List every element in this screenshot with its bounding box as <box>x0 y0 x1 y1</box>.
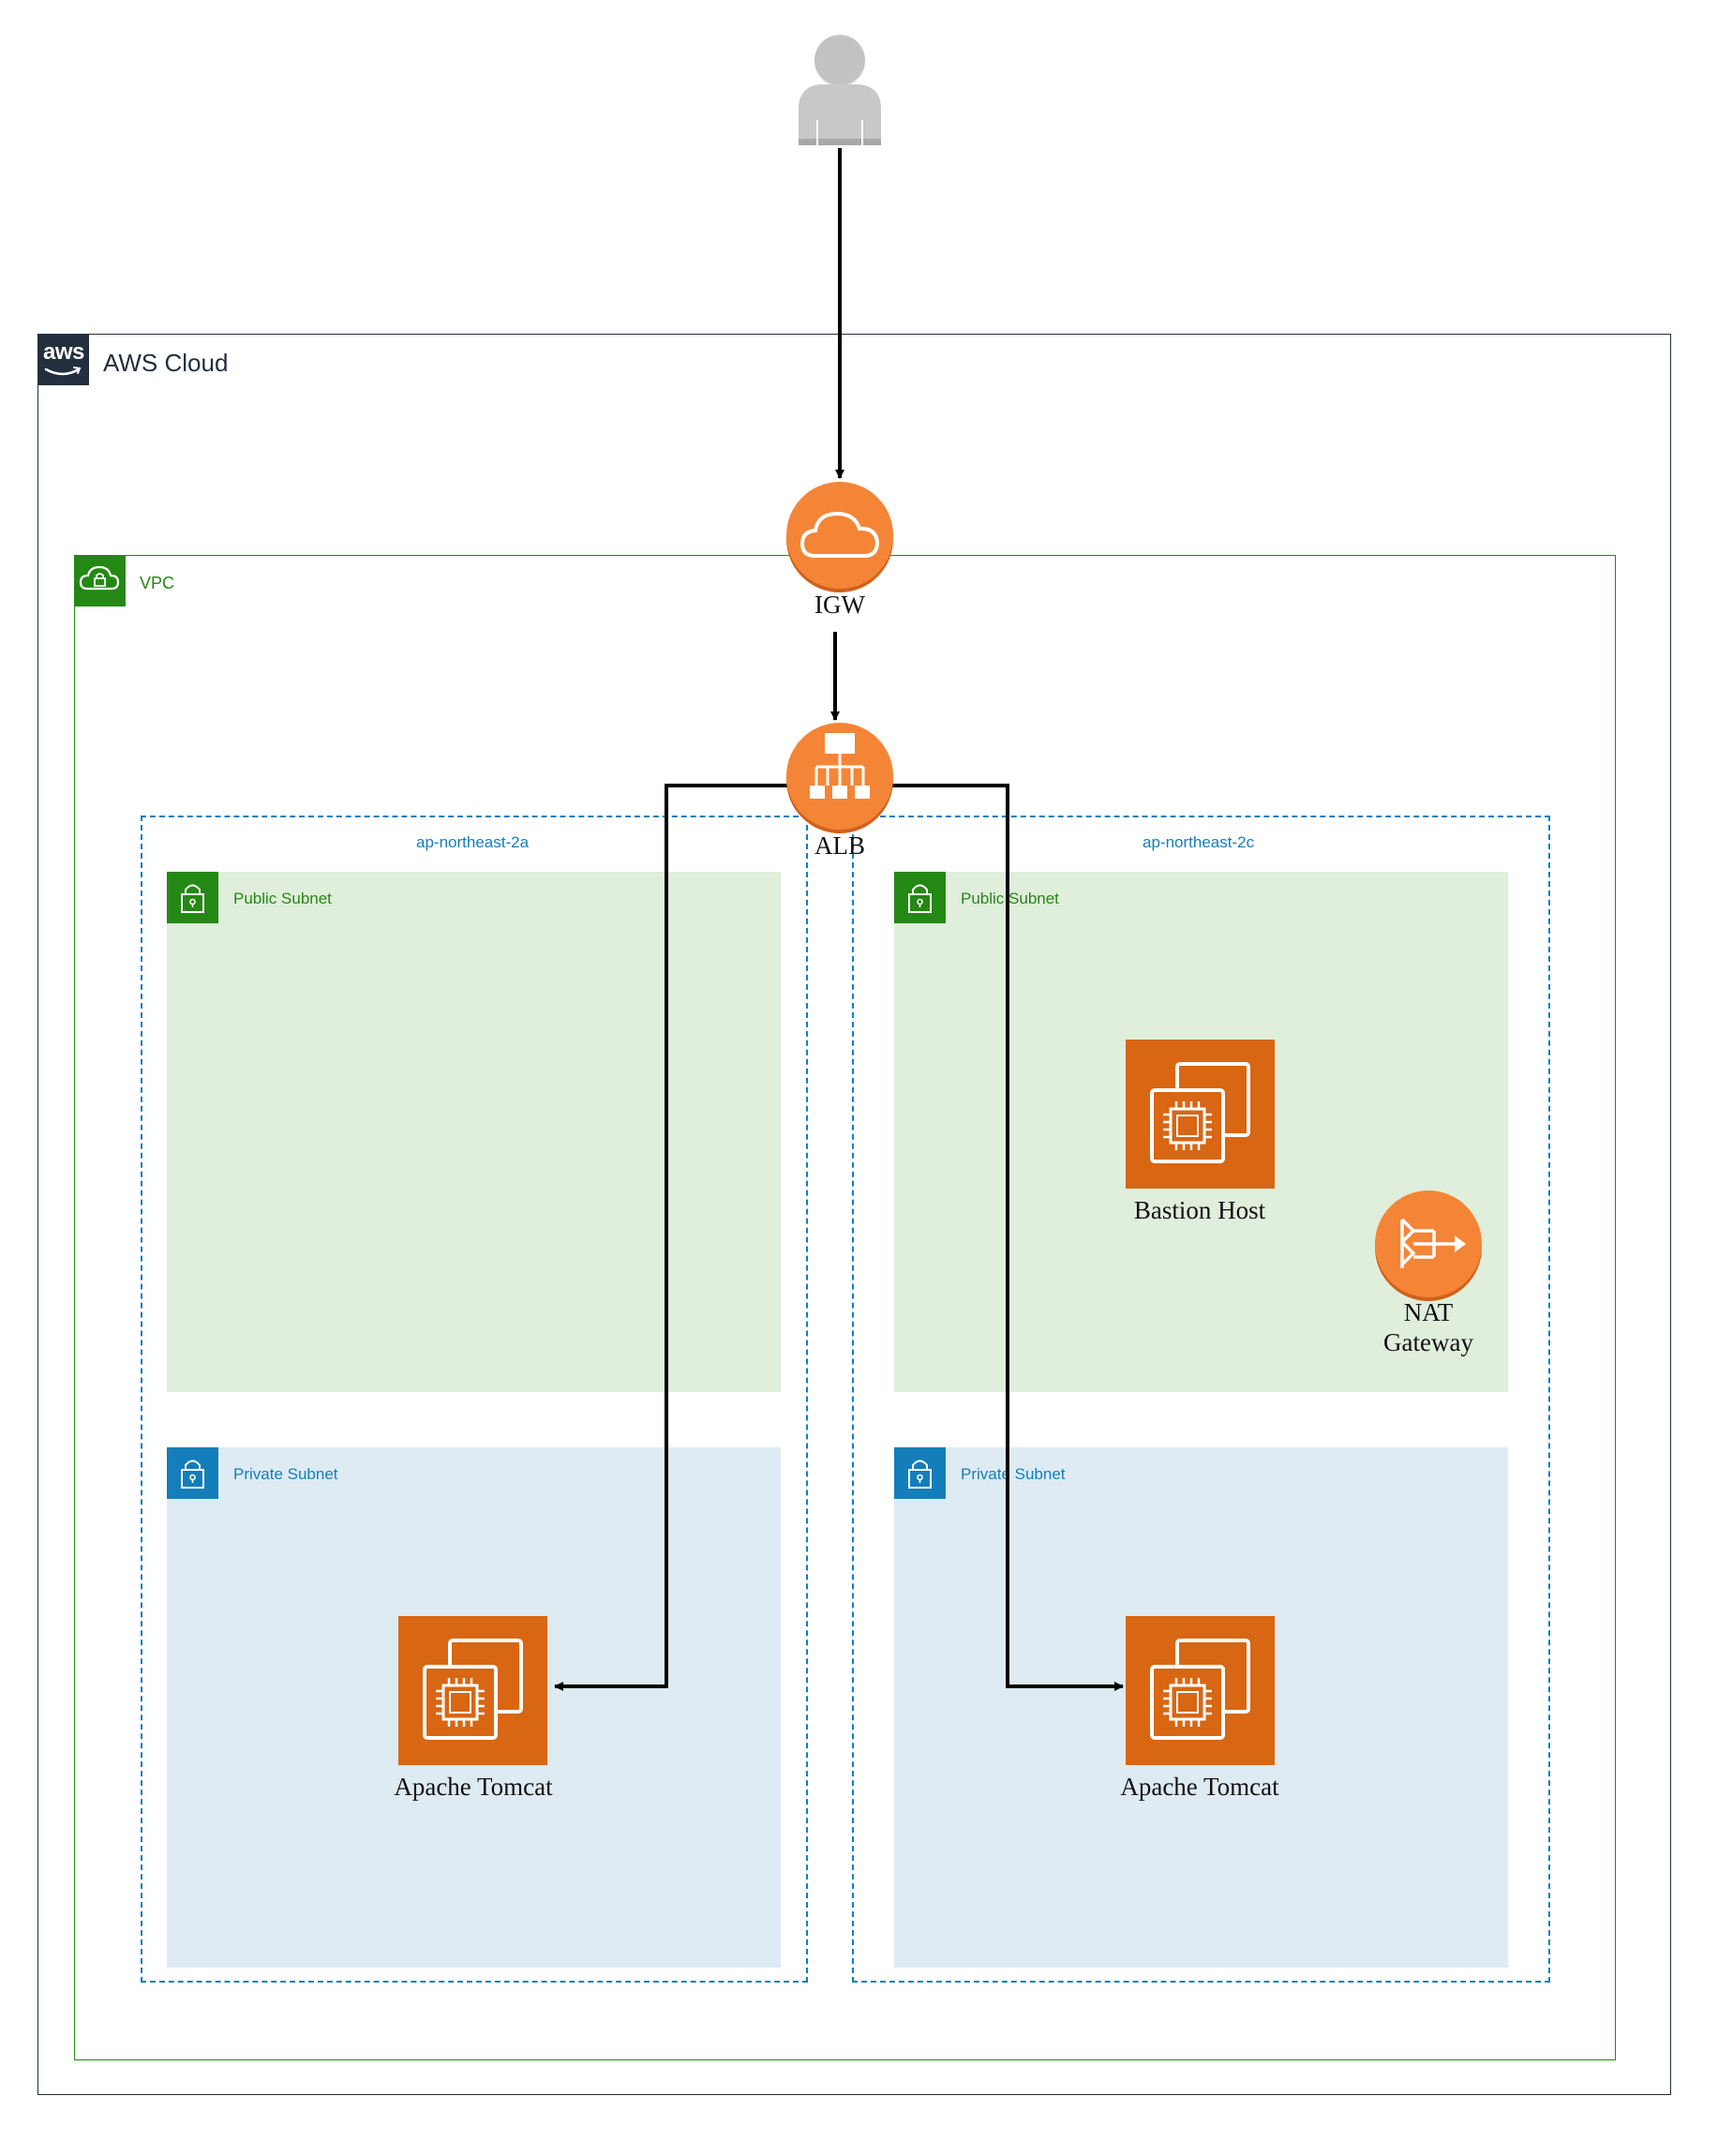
az-label-a: ap-northeast-2a <box>416 833 530 851</box>
aws-cloud-title: AWS Cloud <box>103 349 229 377</box>
tomcat-c-label: Apache Tomcat <box>1120 1773 1279 1801</box>
ec2-instance-icon <box>1126 1616 1275 1765</box>
public-subnet-a <box>167 872 781 1392</box>
bastion-host-label: Bastion Host <box>1133 1196 1266 1224</box>
lock-icon <box>894 872 946 923</box>
vpc-title: VPC <box>140 574 175 592</box>
tomcat-a-label: Apache Tomcat <box>394 1773 553 1801</box>
nat-gateway-label-line2: Gateway <box>1383 1328 1473 1356</box>
ec2-instance-icon <box>1126 1040 1275 1189</box>
vpc-cloud-lock-icon <box>74 555 126 606</box>
aws-cloud-group <box>37 334 1671 2095</box>
public-subnet-a-label: Public Subnet <box>233 890 332 907</box>
nat-gateway-label-line1: NAT <box>1403 1298 1454 1326</box>
lock-icon <box>167 872 218 923</box>
lock-icon <box>167 1447 218 1499</box>
az-group-c <box>852 816 1550 1983</box>
lock-icon <box>894 1447 946 1499</box>
private-subnet-a-label: Private Subnet <box>233 1465 338 1483</box>
alb-label: ALB <box>814 831 865 860</box>
private-subnet-c-label: Private Subnet <box>961 1465 1066 1483</box>
aws-logo-icon: aws <box>37 334 89 385</box>
igw-label: IGW <box>814 591 865 619</box>
public-subnet-c-label: Public Subnet <box>961 890 1059 907</box>
az-label-c: ap-northeast-2c <box>1143 833 1255 851</box>
aws-logo-text: aws <box>43 339 84 365</box>
ec2-instance-icon <box>398 1616 547 1765</box>
az-group-a <box>141 816 808 1983</box>
